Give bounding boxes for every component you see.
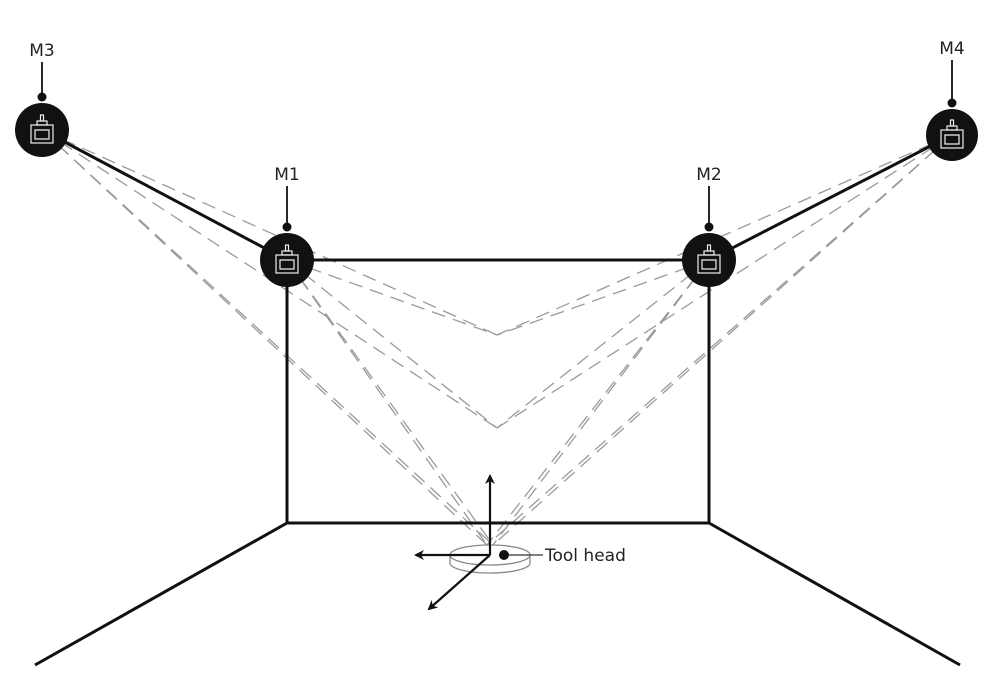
motor-m4: M4 xyxy=(926,39,978,161)
cable-line-m2 xyxy=(486,259,710,546)
cable-line-m2 xyxy=(496,259,710,429)
cable-line-m1 xyxy=(286,259,494,546)
cable-line-m3 xyxy=(41,129,494,546)
floor-edge-left xyxy=(34,521,288,667)
beam-m4-m2 xyxy=(708,133,953,262)
cable-line-m1 xyxy=(286,259,498,336)
cable-line-m3 xyxy=(41,129,498,336)
cable-line-m4 xyxy=(486,134,953,546)
stepper-motor-icon xyxy=(940,119,964,149)
stepper-motor-icon xyxy=(275,244,299,274)
stepper-motor-icon xyxy=(30,114,54,144)
cable-line-m3 xyxy=(41,129,488,546)
cable-line-m2 xyxy=(496,259,710,336)
motor-m2: M2 xyxy=(682,165,736,287)
motor-label-dot xyxy=(282,222,292,232)
floor-edge-right xyxy=(708,521,961,667)
cable-line-m1 xyxy=(286,259,488,546)
motor-label: M3 xyxy=(29,41,54,61)
axis-y-arrow xyxy=(427,554,491,611)
cable-line-m2 xyxy=(492,259,710,546)
cable-line-m1 xyxy=(286,259,498,429)
frame-back-wall xyxy=(285,258,711,525)
tool-head-point xyxy=(499,550,509,560)
motor-label: M2 xyxy=(696,165,721,185)
motor-m3: M3 xyxy=(15,41,69,157)
motor-label-dot xyxy=(947,98,957,108)
motor-label-dot xyxy=(37,92,47,102)
motor-label: M1 xyxy=(274,165,299,185)
motor-m1: M1 xyxy=(260,165,314,287)
cable-dashed-lines xyxy=(41,129,953,546)
motor-label-dot xyxy=(704,222,714,232)
tool-head-label: Tool head xyxy=(544,546,626,566)
stepper-motor-icon xyxy=(697,244,721,274)
motor-label: M4 xyxy=(939,39,964,59)
beam-m3-m1 xyxy=(41,128,288,262)
cable-line-m4 xyxy=(492,134,953,546)
tool-head: Tool head xyxy=(414,474,626,611)
cable-line-m4 xyxy=(496,134,953,336)
